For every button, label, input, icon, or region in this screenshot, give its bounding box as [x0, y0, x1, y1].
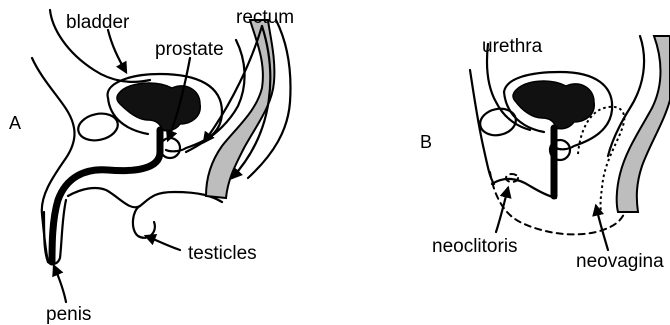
- label-rectum: rectum: [236, 8, 294, 27]
- perineum-outline-a: [68, 188, 222, 207]
- panel-b-letter: B: [420, 133, 432, 151]
- label-bladder: bladder: [66, 13, 129, 32]
- scrotum-outline-a: [133, 206, 155, 238]
- bladder-fill-a: [117, 83, 200, 131]
- panel-a-letter: A: [9, 114, 21, 132]
- label-neoclitoris: neoclitoris: [432, 237, 518, 256]
- neoclitoris-arrow: [496, 188, 508, 232]
- label-testicles: testicles: [188, 244, 257, 263]
- label-neovagina: neovagina: [576, 252, 664, 271]
- bladder-arrow: [108, 30, 126, 72]
- label-prostate: prostate: [155, 40, 224, 59]
- label-penis: penis: [46, 305, 91, 324]
- penis-arrow: [54, 266, 66, 302]
- testicles-arrow: [146, 236, 180, 250]
- panel-b-drawing: [470, 36, 670, 250]
- perineum-outline-b: [492, 179, 556, 198]
- label-urethra: urethra: [482, 37, 542, 56]
- bladder-fill-b: [513, 81, 594, 129]
